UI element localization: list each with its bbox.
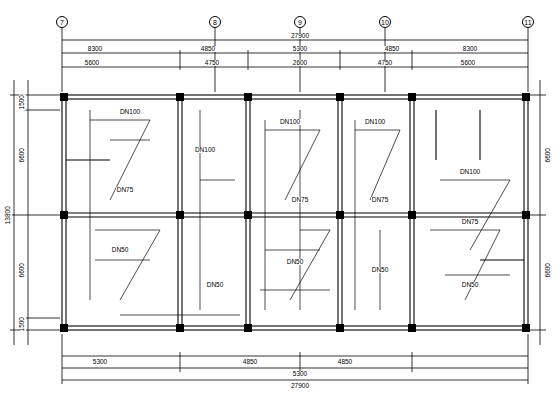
pipe-run (300, 110, 301, 310)
dimension-text: 8300 (87, 46, 103, 53)
pipe-run (90, 120, 150, 121)
dimension-text: 5600 (460, 60, 476, 67)
pipe-run (370, 130, 400, 200)
pipe-size: DN75 (291, 197, 310, 204)
pipe-size: DN100 (364, 119, 386, 126)
pipe-run (260, 290, 330, 291)
dimension-text: 27900 (290, 383, 310, 390)
axis-bubble: 10 (379, 16, 391, 28)
pipe-run (265, 130, 320, 131)
pipe-size: DN100 (119, 109, 141, 116)
axis-number: 7 (60, 19, 64, 26)
dimension-text: 4750 (377, 60, 393, 67)
dimension-text: 6600 (545, 262, 552, 278)
dimension-text: 6600 (19, 147, 26, 163)
dimension-text: 6600 (545, 147, 552, 163)
pipe-run (110, 140, 150, 141)
dimension-text: 1500 (19, 94, 26, 110)
pipe-run (120, 315, 240, 316)
axis-number: 8 (213, 19, 217, 26)
pipe-size: DN100 (194, 147, 216, 154)
dimension-text: 13800 (5, 205, 12, 225)
pipe-run (265, 120, 266, 310)
dimension-text: 8300 (462, 46, 478, 53)
pipe-size: DN50 (461, 282, 480, 289)
pipe-run (95, 230, 160, 231)
pipe-run (440, 180, 510, 181)
dimension-text: 6600 (19, 262, 26, 278)
axis-bubble: 11 (522, 16, 534, 28)
axis-number: 9 (298, 19, 302, 26)
pipe-run (465, 230, 500, 300)
dimension-text: 4850 (384, 46, 400, 53)
pipe-size: DN75 (116, 187, 135, 194)
dimension-text: 4850 (200, 46, 216, 53)
pipe-size: DN100 (459, 169, 481, 176)
dimension-text: 5300 (292, 46, 308, 53)
pipe-size: DN100 (279, 119, 301, 126)
dimension-text: 4750 (204, 60, 220, 67)
pipe-run (120, 230, 160, 300)
pipe-run (110, 120, 150, 200)
axis-bubble: 7 (56, 16, 68, 28)
axis-bubble: 8 (209, 16, 221, 28)
pipe-run (355, 130, 400, 131)
dimension-text: 2600 (292, 60, 308, 67)
dimension-text: 27900 (290, 33, 310, 40)
pipe-size: DN50 (371, 267, 390, 274)
dimension-text: 4850 (242, 359, 258, 366)
pipe-run (90, 110, 91, 300)
pipe-run (355, 120, 356, 310)
pipe-size: DN50 (286, 259, 305, 266)
axis-number: 10 (381, 19, 389, 26)
dimension-text: 5300 (292, 371, 308, 378)
pipe-run (95, 260, 150, 261)
dimension-text: 5600 (84, 60, 100, 67)
pipe-run (265, 250, 320, 251)
pipe-run (445, 275, 510, 276)
pipe-size: DN50 (111, 247, 130, 254)
pipe-run (300, 230, 330, 231)
dimension-text: 5300 (92, 359, 108, 366)
pipe-size: DN50 (206, 282, 225, 289)
pipe-size: DN75 (461, 219, 480, 226)
pipe-run (200, 110, 201, 310)
pipe-run (200, 180, 235, 181)
pipe-run (285, 130, 320, 200)
axis-number: 11 (524, 19, 531, 26)
axis-bubble: 9 (294, 16, 306, 28)
pipe-run (430, 230, 500, 231)
dimension-text: 1500 (19, 316, 26, 332)
pipe-size: DN75 (371, 197, 390, 204)
pipe-run (470, 180, 510, 250)
dimension-text: 4850 (337, 359, 353, 366)
